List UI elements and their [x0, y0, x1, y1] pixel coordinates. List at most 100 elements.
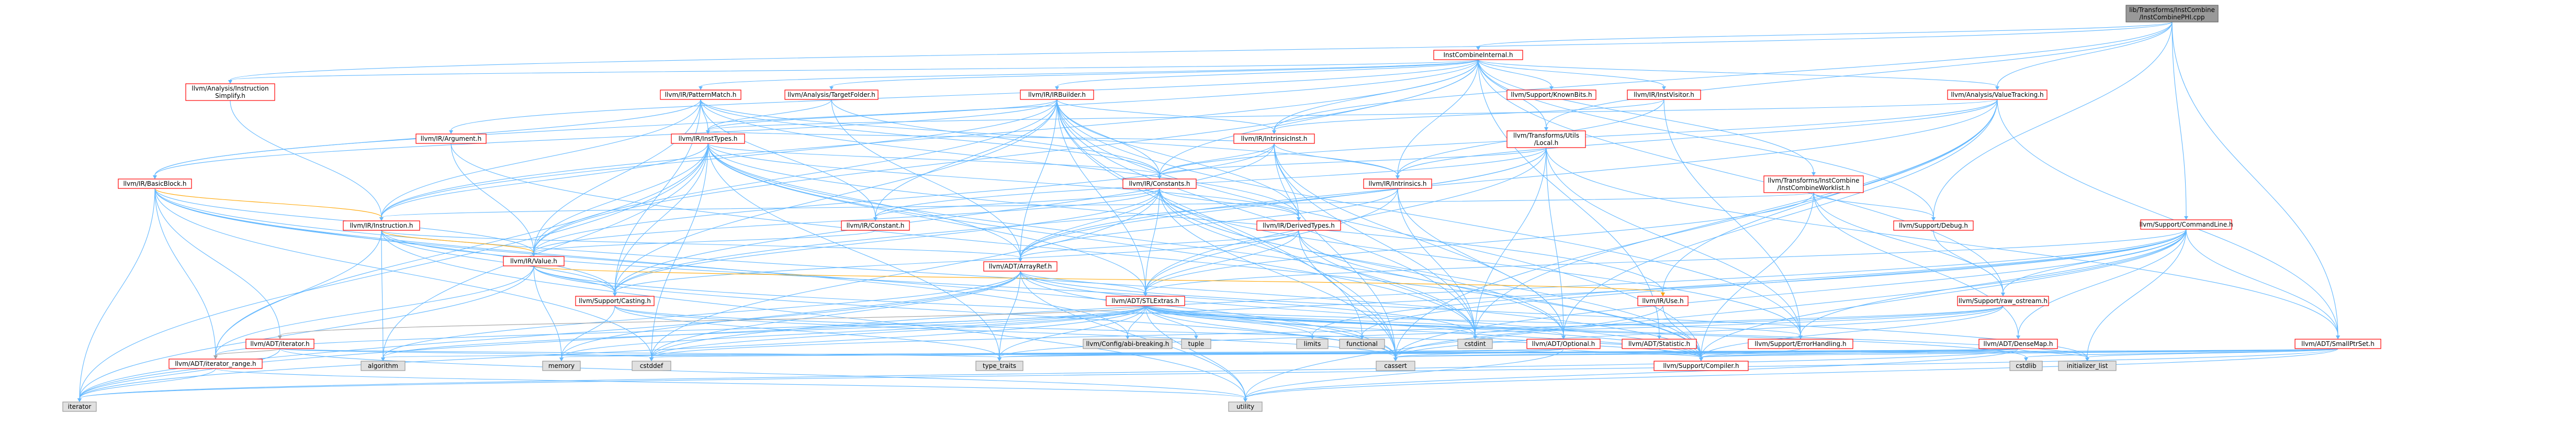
node-targetfolder[interactable]: llvm/Analysis/TargetFolder.h [784, 90, 879, 100]
node-cstdlib: cstdlib [2009, 361, 2043, 371]
edge-tulocal-to-cstdint [1475, 147, 1547, 336]
edge-intrinsicinst-to-constants [1159, 143, 1275, 176]
node-box [542, 361, 581, 371]
node-ici[interactable]: InstCombineInternal.h [1433, 50, 1523, 60]
edge-irbuilder-to-basicblock [154, 99, 1058, 176]
edge-basicblock-to-iterator [154, 188, 280, 336]
edge-arrowhead [381, 357, 385, 361]
edge-inststypes-to-use [707, 143, 1663, 293]
edge-valuetracking-to-cstdint [1475, 99, 1998, 336]
node-worklist[interactable]: llvm/Transforms/InstCombine/InstCombineW… [1763, 175, 1864, 193]
edge-arrowhead [1243, 398, 1247, 402]
node-box [2125, 5, 2219, 23]
edge-root-to-instsimp [230, 21, 2173, 81]
edge-constants-to-casting [614, 188, 1160, 293]
node-cassert: cassert [1376, 361, 1415, 371]
node-debug[interactable]: llvm/Support/Debug.h [1893, 220, 1974, 231]
node-box [62, 401, 97, 412]
node-box [1256, 220, 1341, 231]
node-knownbits[interactable]: llvm/Support/KnownBits.h [1506, 90, 1596, 100]
edge-smallptrset-to-iteratorstd [79, 348, 2338, 399]
edge-irbuilder-to-instruction [381, 99, 1058, 218]
node-box [1957, 296, 2049, 306]
node-label: type_traits [983, 362, 1016, 370]
edge-ici-to-rawostream [1478, 59, 2004, 293]
node-label: llvm/Analysis/TargetFolder.h [788, 91, 875, 98]
node-iterator[interactable]: llvm/ADT/iterator.h [245, 339, 314, 349]
node-value[interactable]: llvm/IR/Value.h [503, 256, 565, 266]
edge-densemap-to-utility [1245, 348, 2019, 399]
node-instruction[interactable]: llvm/IR/Instruction.h [343, 220, 420, 231]
node-label: memory [548, 362, 575, 370]
node-box [841, 220, 910, 231]
node-errorhandling[interactable]: llvm/Support/ErrorHandling.h [1748, 339, 1853, 349]
edge-intrinsicinst-to-intrinsics [1274, 143, 1398, 176]
node-derivedtypes[interactable]: llvm/IR/DerivedTypes.h [1256, 220, 1341, 231]
node-box [671, 133, 745, 144]
edge-basicblock-to-iterrange [154, 188, 216, 356]
node-iterrange[interactable]: llvm/ADT/iterator_range.h [168, 359, 263, 369]
node-use[interactable]: llvm/IR/Use.h [1637, 296, 1689, 306]
node-irbuilder[interactable]: llvm/IR/IRBuilder.h [1020, 90, 1094, 100]
edge-derivedtypes-to-cstdint [1298, 230, 1476, 336]
node-inststypes[interactable]: llvm/IR/InstTypes.h [671, 133, 745, 144]
edge-basicblock-to-cassert [154, 188, 1396, 358]
node-label: llvm/ADT/Optional.h [1532, 340, 1595, 348]
node-constants[interactable]: llvm/IR/Constants.h [1122, 178, 1197, 189]
edge-arrowhead [213, 355, 218, 359]
node-rawostream[interactable]: llvm/Support/raw_ostream.h [1957, 296, 2049, 306]
edge-arrowhead [2016, 336, 2020, 339]
edge-arrowhead [449, 130, 453, 134]
node-intrinsicinst[interactable]: llvm/IR/IntrinsicInst.h [1233, 133, 1315, 144]
edge-constants-to-arrayref [1020, 188, 1160, 259]
node-densemap[interactable]: llvm/ADT/DenseMap.h [1978, 339, 2058, 349]
edge-ici-to-instsimp [230, 59, 1479, 81]
edge-ici-to-intrinsicinst [1274, 59, 1479, 131]
node-constant[interactable]: llvm/IR/Constant.h [841, 220, 910, 231]
edge-rawostream-to-cstdint [1475, 305, 2004, 336]
node-box [1627, 90, 1701, 100]
node-algorithm: algorithm [361, 361, 406, 371]
node-box [660, 90, 741, 100]
edge-intrinsics-to-arrayref [1020, 188, 1398, 259]
node-arrayref[interactable]: llvm/ADT/ArrayRef.h [983, 261, 1058, 272]
edge-arrayref-to-algorithm [383, 271, 1021, 358]
node-intrinsics[interactable]: llvm/IR/Intrinsics.h [1363, 178, 1432, 189]
edge-intrinsics-to-optional [1397, 188, 1564, 336]
node-box [168, 359, 263, 369]
node-label: cstdlib [2016, 362, 2036, 370]
edge-stlextras-to-utility [1145, 305, 1246, 399]
edge-irbuilder-to-derivedtypes [1056, 99, 1299, 218]
edge-commandline-to-smallptrset [2186, 229, 2338, 336]
node-stlextras[interactable]: llvm/ADT/STLExtras.h [1106, 296, 1185, 306]
edge-ici-to-instruction [381, 59, 1479, 218]
edge-derivedtypes-to-stlextras [1145, 230, 1299, 293]
node-patmatch[interactable]: llvm/IR/PatternMatch.h [660, 90, 741, 100]
node-tulocal[interactable]: llvm/Transforms/Utils/Local.h [1506, 130, 1586, 148]
edge-arrowhead [613, 293, 617, 296]
edge-stlextras-to-configbreaking [1127, 305, 1146, 336]
node-commandline[interactable]: llvm/Support/CommandLine.h [2139, 219, 2233, 230]
node-basicblock[interactable]: llvm/IR/BasicBlock.h [118, 178, 192, 189]
edge-patmatch-to-derivedtypes [700, 99, 1299, 218]
node-compiler[interactable]: llvm/Support/Compiler.h [1653, 361, 1749, 371]
edge-constants-to-cassert [1159, 188, 1396, 358]
node-argument[interactable]: llvm/IR/Argument.h [415, 133, 487, 144]
node-statistic[interactable]: llvm/ADT/Statistic.h [1622, 339, 1697, 349]
edge-irbuilder-to-inststypes [707, 99, 1058, 131]
edge-value-to-iteratorstd [79, 265, 534, 399]
edge-constants-to-cstddef [651, 188, 1160, 358]
node-smallptrset[interactable]: llvm/ADT/SmallPtrSet.h [2294, 339, 2381, 349]
node-box [415, 133, 487, 144]
node-optional[interactable]: llvm/ADT/Optional.h [1526, 339, 1601, 349]
edge-tulocal-to-constants [1159, 147, 1547, 176]
edge-arrowhead [2184, 216, 2188, 220]
node-valuetracking[interactable]: llvm/Analysis/ValueTracking.h [1947, 90, 2048, 100]
edge-basicblock-to-configbreaking [154, 188, 1128, 336]
node-instvisitor[interactable]: llvm/IR/InstVisitor.h [1627, 90, 1701, 100]
node-casting[interactable]: llvm/Support/Casting.h [575, 296, 655, 306]
edge-inststypes-to-iterrange [215, 143, 708, 356]
graph-edges [77, 21, 2340, 402]
edge-instruction-to-casting [381, 230, 615, 293]
